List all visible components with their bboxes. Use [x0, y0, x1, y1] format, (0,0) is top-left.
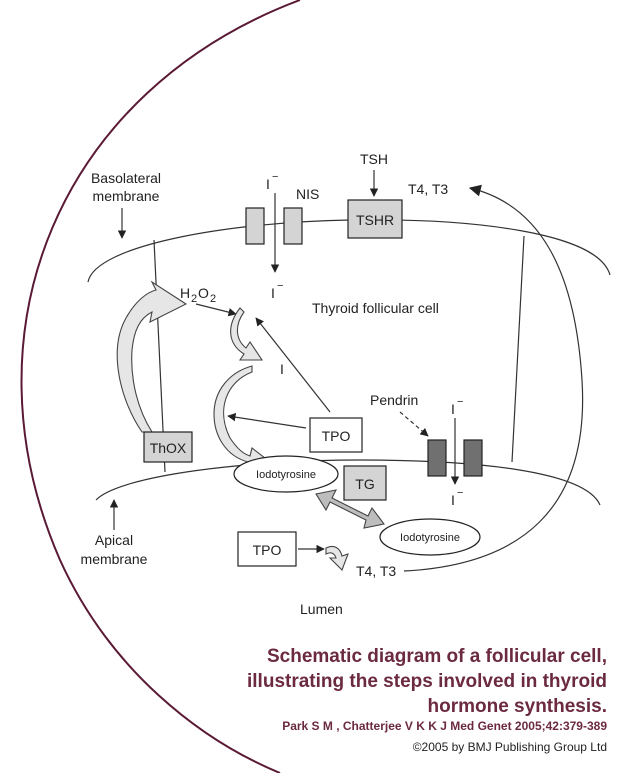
apical-label-line1: Apical — [95, 532, 133, 548]
tshr-box — [347, 199, 403, 239]
decorative-arc — [20, 0, 301, 774]
caption-copyright: ©2005 by BMJ Publishing Group Ltd — [412, 740, 607, 754]
basolateral-label-line1: Basolateral — [91, 170, 161, 186]
basolateral-label-line2: membrane — [93, 188, 160, 204]
tsh-label: TSH — [360, 151, 388, 167]
iodide-pendrin-top-label: I — [451, 401, 455, 417]
pendrin-label: Pendrin — [370, 392, 418, 408]
h2o2-sub-b: 2 — [210, 293, 216, 305]
tpo-oxidation-arrow — [255, 317, 331, 413]
iodotyrosine-ellipse-2 — [379, 518, 481, 556]
iodination-arrow — [213, 365, 272, 469]
hormone-release-arrow — [403, 184, 584, 572]
iodide-pendrin-bottom-charge: − — [457, 487, 463, 499]
iodide-pendrin-top-charge: − — [457, 396, 463, 408]
iodide-top-charge: − — [272, 171, 278, 183]
iodotyrosine-label-1: Iodotyrosine — [256, 469, 316, 481]
thox-label: ThOX — [150, 440, 187, 456]
iodide-pendrin-bottom-label: I — [451, 492, 455, 508]
tpo-iodination-arrow — [227, 412, 307, 429]
tpo-lumen-label: TPO — [253, 542, 282, 558]
h2o2-o: O — [198, 285, 209, 301]
tg-label: TG — [355, 476, 374, 492]
oxidation-arrow-1 — [230, 307, 264, 361]
h2o2-production-arrow — [116, 280, 188, 433]
nis-channel-left — [245, 207, 265, 245]
thyroid-follicular-cell-label: Thyroid follicular cell — [312, 300, 439, 316]
lumen-label: Lumen — [300, 601, 343, 617]
tshr-label: TSHR — [356, 212, 394, 228]
thox-box — [143, 431, 193, 463]
nis-channel-right — [283, 207, 303, 245]
pendrin-channel-right — [463, 439, 483, 477]
iodotyrosine-label-2: Iodotyrosine — [400, 532, 460, 544]
apical-label-line2: membrane — [81, 551, 148, 567]
tpo-cell-box — [309, 417, 363, 453]
caption-citation: Park S M , Chatterjee V K K J Med Genet … — [282, 719, 607, 733]
nis-label: NIS — [296, 186, 319, 202]
iodide-top-label: I — [266, 176, 270, 192]
lateral-membrane-right — [511, 235, 525, 463]
tpo-cell-label: TPO — [322, 428, 351, 444]
t4-t3-top-label: T4, T3 — [408, 181, 448, 197]
pendrin-channel-left — [427, 439, 447, 477]
coupling-arrow — [325, 545, 349, 571]
iodine-label: I — [280, 361, 284, 377]
pendrin-pointer-arrow — [399, 411, 429, 437]
tpo-lumen-box — [237, 531, 297, 567]
iodotyrosine-ellipse-1 — [233, 455, 339, 493]
h2o2-sub-a: 2 — [191, 293, 197, 305]
t4-t3-bottom-label: T4, T3 — [356, 563, 396, 579]
tg-transport-double-arrow — [315, 489, 385, 529]
iodide-inner-charge: − — [277, 280, 283, 292]
h2o2-h: H — [180, 285, 190, 301]
caption-title: Schematic diagram of a follicular cell, … — [247, 646, 607, 717]
h2o2-arrow — [195, 303, 237, 317]
apical-membrane-curve — [95, 459, 601, 506]
tg-box — [343, 465, 387, 501]
iodide-inner-label: I — [271, 285, 275, 301]
